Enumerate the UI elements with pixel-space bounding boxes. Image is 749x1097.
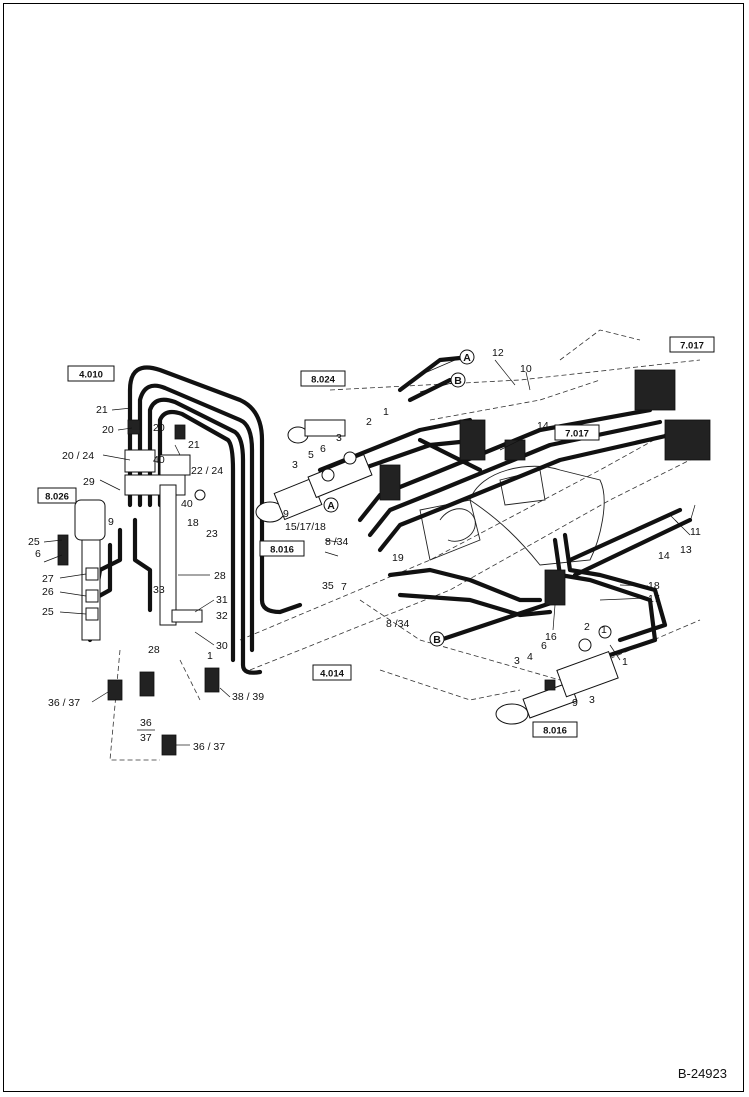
callout: 7 [341, 581, 347, 593]
callout: 1 [207, 650, 213, 662]
callout: 27 [42, 573, 54, 585]
callout: 18 [648, 580, 660, 592]
callout: 17 [648, 593, 660, 605]
callout: 3 [292, 459, 298, 471]
callout: 40 [181, 498, 193, 510]
valve-block [57, 419, 220, 756]
callout: 25 [28, 536, 40, 548]
callout: 2 [366, 416, 372, 428]
ref-box-label: 8.024 [311, 375, 335, 386]
boom-outline [109, 329, 701, 761]
marker-label: A [463, 352, 471, 364]
callout: 14 [537, 420, 549, 432]
callout: 15/17/18 [285, 521, 326, 533]
reference-box: 4.010 [67, 365, 115, 382]
leader-lines [43, 356, 696, 746]
callout: 11 [690, 526, 701, 538]
boom-cylinder [255, 419, 401, 523]
callout: 10 [520, 363, 532, 375]
reference-box: 4.014 [312, 664, 352, 681]
callout: 28 [148, 644, 160, 656]
callout: 3 [589, 694, 595, 706]
callout: 29 [83, 476, 95, 488]
callout: 35 [322, 580, 334, 592]
callout: 32 [216, 610, 228, 622]
callout: 36 / 37 [48, 697, 80, 709]
callout: 4 [527, 651, 533, 663]
callout: 21 [96, 404, 108, 416]
callout: 36 [140, 717, 152, 729]
connection-marker: A [459, 349, 475, 365]
callout: 9 [108, 516, 114, 528]
callout: 2 [584, 621, 590, 633]
callout: 6 [35, 548, 41, 560]
callout: 18 [187, 517, 199, 529]
marker-label: A [327, 500, 335, 512]
reference-box: 8.016 [259, 540, 305, 557]
ref-box-label: 8.026 [45, 492, 69, 503]
callout: 30 [216, 640, 228, 652]
connection-marker: B [429, 631, 445, 647]
callout: 20 [153, 422, 165, 434]
reference-box: 7.017 [554, 424, 600, 441]
ref-box-label: 4.010 [79, 370, 103, 381]
callout: 3 [514, 655, 520, 667]
arm-cylinder [495, 625, 619, 725]
callout: 22 / 24 [191, 465, 223, 477]
reference-box: 8.024 [300, 370, 346, 387]
part-callouts: 21 20 20 / 24 20 21 40 22 / 24 29 40 18 … [28, 347, 701, 753]
callout: 9 [572, 697, 578, 709]
reference-box: 7.017 [669, 336, 715, 353]
marker-label: B [433, 634, 441, 646]
callout: 33 [153, 584, 165, 596]
callout: 31 [216, 594, 228, 606]
callout: 1 [622, 656, 628, 668]
ref-box-label: 7.017 [680, 341, 704, 352]
callout: 12 [492, 347, 504, 359]
ref-box-label: 7.017 [565, 429, 589, 440]
connection-marker: B [450, 372, 466, 388]
callout: 23 [206, 528, 218, 540]
connection-marker: A [323, 497, 339, 513]
callout: 37 [140, 732, 152, 744]
callout: 20 [102, 424, 114, 436]
callout: 20 / 24 [62, 450, 94, 462]
marker-label: B [454, 375, 462, 387]
callout: 38 / 39 [232, 691, 264, 703]
callout: 25 [42, 606, 54, 618]
callout: 14 [658, 550, 670, 562]
reference-box: 8.016 [532, 721, 578, 738]
callout: 13 [680, 544, 692, 556]
drawing-frame [3, 3, 744, 1092]
callout: 16 [545, 631, 557, 643]
callout: 26 [42, 586, 54, 598]
ref-box-label: 4.014 [320, 669, 344, 680]
callout: 9 [283, 508, 289, 520]
ref-box-label: 8.016 [270, 545, 294, 556]
callout: 3 [336, 432, 342, 444]
callout: 6 [320, 443, 326, 455]
callout: 8 /34 [386, 618, 410, 630]
callout: 1 [383, 406, 389, 418]
callout: 28 [214, 570, 226, 582]
callout: 6 [541, 640, 547, 652]
callout: 21 [188, 439, 200, 451]
reference-box: 8.026 [37, 487, 77, 504]
callout: 1 [601, 624, 607, 636]
right-manifold [459, 369, 711, 606]
callout: 5 [308, 449, 314, 461]
ref-box-label: 8.016 [543, 726, 567, 737]
callout: 40 [153, 454, 165, 466]
callout: 36 / 37 [193, 741, 225, 753]
callout: 19 [392, 552, 404, 564]
callout: 8 /34 [325, 536, 349, 548]
drawing-number: B-24923 [677, 1066, 727, 1081]
